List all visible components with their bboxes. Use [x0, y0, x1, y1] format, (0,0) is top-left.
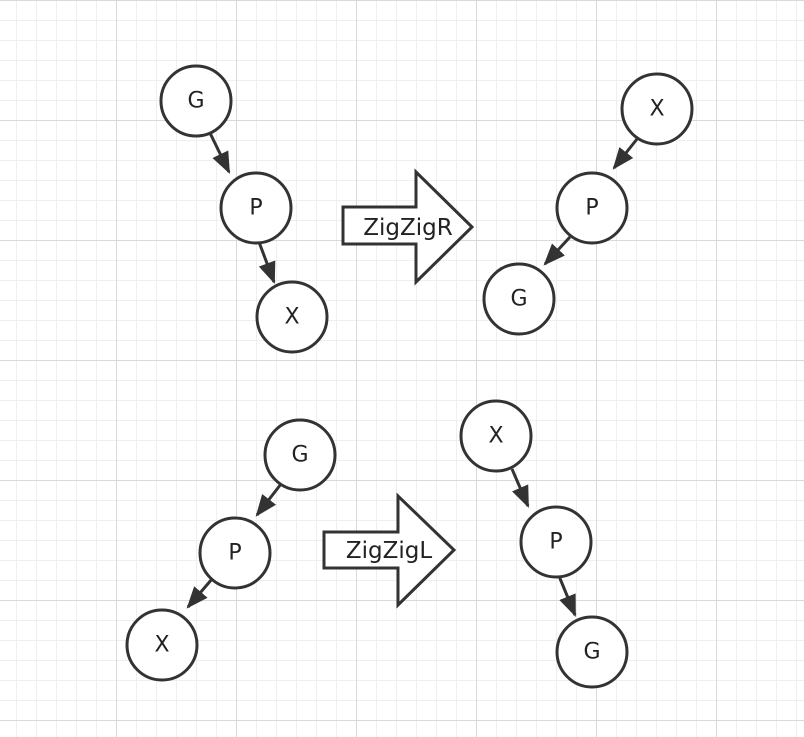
- svg-text:G: G: [583, 640, 600, 665]
- edge-p-to-x: [186, 578, 214, 609]
- svg-text:G: G: [510, 287, 527, 312]
- edge-x-to-p: [612, 138, 639, 170]
- node-g: G: [159, 64, 233, 138]
- svg-text:X: X: [284, 305, 299, 330]
- svg-text:G: G: [291, 443, 308, 468]
- zigzig-r-before-tree: G P X: [159, 64, 329, 354]
- node-x: X: [459, 399, 533, 473]
- zigzig-r-after-tree: X P G: [482, 72, 694, 336]
- svg-text:P: P: [228, 541, 241, 566]
- edge-g-to-p: [208, 132, 231, 174]
- edge-x-to-p: [510, 468, 530, 509]
- node-g: G: [482, 262, 556, 336]
- node-p: P: [519, 505, 593, 579]
- node-g: G: [263, 418, 337, 492]
- node-p: P: [219, 171, 293, 245]
- svg-text:P: P: [549, 530, 562, 555]
- svg-text:P: P: [249, 196, 262, 221]
- node-p: P: [198, 516, 272, 590]
- edge-p-to-g: [557, 575, 577, 618]
- edge-p-to-x: [257, 241, 276, 285]
- node-x: X: [255, 280, 329, 354]
- zigzig-r-label: ZigZigR: [363, 215, 452, 241]
- edge-p-to-g: [543, 235, 572, 266]
- node-p: P: [555, 171, 629, 245]
- zigzig-l-label: ZigZigL: [346, 538, 432, 564]
- edge-g-to-p: [255, 483, 283, 517]
- node-g: G: [555, 615, 629, 689]
- zigzig-l-arrow: ZigZigL: [322, 492, 457, 609]
- svg-text:G: G: [187, 89, 204, 114]
- zigzig-l-before-tree: G P X: [125, 418, 337, 682]
- node-x: X: [125, 608, 199, 682]
- svg-text:X: X: [488, 424, 503, 449]
- zigzig-l-after-tree: X P G: [459, 399, 629, 689]
- node-x: X: [620, 72, 694, 146]
- svg-text:X: X: [154, 633, 169, 658]
- svg-text:P: P: [585, 196, 598, 221]
- zigzig-r-arrow: ZigZigR: [341, 168, 475, 286]
- svg-text:X: X: [649, 97, 664, 122]
